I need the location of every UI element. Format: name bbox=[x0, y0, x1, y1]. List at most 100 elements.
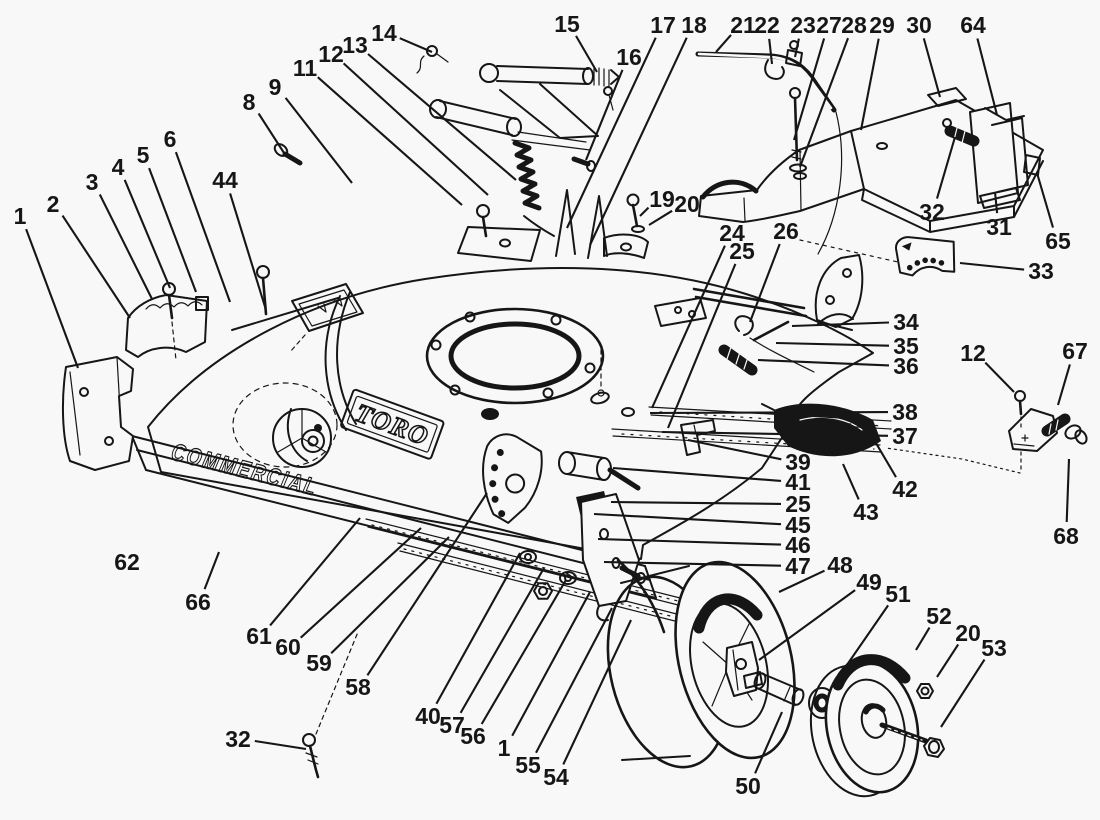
leader-line-12 bbox=[342, 62, 489, 196]
part-number-label-6: 6 bbox=[164, 126, 177, 152]
leader-line-44 bbox=[229, 193, 268, 311]
part-number-label-49: 49 bbox=[856, 569, 882, 595]
leader-line-35 bbox=[775, 341, 890, 347]
leader-line-43 bbox=[842, 463, 860, 500]
part-number-label-64: 64 bbox=[960, 12, 986, 38]
part-number-label-47: 47 bbox=[785, 553, 811, 579]
leader-line-1 bbox=[511, 591, 591, 737]
part-number-label-30: 30 bbox=[906, 12, 932, 38]
leader-line-17 bbox=[566, 37, 657, 229]
part-number-label-23: 23 bbox=[790, 12, 816, 38]
part-number-label-53: 53 bbox=[981, 635, 1007, 661]
leader-line-39 bbox=[687, 438, 782, 461]
alignment-dash-line bbox=[799, 239, 899, 263]
part-number-label-54: 54 bbox=[543, 764, 569, 790]
leader-lines bbox=[25, 34, 1071, 774]
part-number-label-24: 24 bbox=[719, 220, 745, 246]
carriage-screw bbox=[302, 631, 359, 779]
part-number-label-8: 8 bbox=[243, 89, 256, 115]
leader-line-56 bbox=[480, 579, 567, 725]
leader-line-13 bbox=[367, 53, 517, 181]
leader-line-66 bbox=[203, 551, 220, 590]
toothed-block bbox=[895, 236, 956, 277]
leader-line-11 bbox=[317, 76, 463, 206]
part-number-label-29: 29 bbox=[869, 12, 895, 38]
leader-line-20 bbox=[648, 209, 673, 226]
part-number-label-19: 19 bbox=[649, 186, 675, 212]
leader-line-3 bbox=[98, 194, 153, 300]
part-number-label-62: 62 bbox=[114, 549, 140, 575]
leader-line-54 bbox=[562, 619, 632, 765]
part-number-label-35: 35 bbox=[893, 333, 919, 359]
leader-line-18 bbox=[589, 37, 688, 246]
leader-line-14 bbox=[399, 37, 433, 53]
part-number-label-42: 42 bbox=[892, 476, 918, 502]
diagram-line-art: COMMERCIAL TORO bbox=[61, 40, 1088, 798]
leader-line-21 bbox=[715, 34, 732, 53]
leader-line-53 bbox=[940, 659, 986, 728]
leader-line-61 bbox=[269, 517, 361, 627]
part-number-label-39: 39 bbox=[785, 449, 811, 475]
outer-wheel-hub bbox=[809, 654, 945, 798]
leader-line-48 bbox=[778, 569, 825, 593]
right-bracket-housing bbox=[942, 102, 1041, 209]
leader-line-29 bbox=[859, 38, 880, 131]
part-number-label-40: 40 bbox=[415, 703, 441, 729]
part-number-label-61: 61 bbox=[246, 623, 272, 649]
leader-line-37 bbox=[661, 430, 889, 437]
part-number-label-45: 45 bbox=[785, 512, 811, 538]
leader-line-31 bbox=[993, 191, 999, 214]
leader-line-32 bbox=[254, 739, 307, 751]
leader-line-4 bbox=[123, 179, 171, 289]
bail-handle-tube bbox=[695, 40, 843, 255]
part-number-label-33: 33 bbox=[1028, 258, 1054, 284]
part-number-label-4: 4 bbox=[112, 154, 125, 180]
tension-spring-hook bbox=[718, 315, 815, 376]
leader-line-41 bbox=[612, 466, 782, 482]
leader-line-23 bbox=[793, 38, 800, 58]
part-number-label-66: 66 bbox=[185, 589, 211, 615]
leader-line-34 bbox=[791, 321, 890, 328]
leader-line-25 bbox=[667, 263, 737, 429]
part-number-label-11: 11 bbox=[293, 55, 318, 81]
leader-line-65 bbox=[1035, 172, 1055, 228]
part-number-label-21: 21 bbox=[730, 12, 756, 38]
leader-line-67 bbox=[1056, 364, 1071, 406]
part-number-label-25: 25 bbox=[785, 491, 811, 517]
part-number-label-32: 32 bbox=[919, 199, 945, 225]
part-number-label-1: 1 bbox=[498, 735, 511, 761]
leader-line-50 bbox=[754, 711, 783, 774]
part-number-label-37: 37 bbox=[892, 423, 918, 449]
leader-line-12 bbox=[984, 361, 1015, 393]
leader-line-6 bbox=[174, 151, 231, 303]
part-number-label-51: 51 bbox=[885, 581, 911, 607]
part-number-label-60: 60 bbox=[275, 634, 301, 660]
leader-line-45 bbox=[593, 512, 782, 526]
part-number-label-13: 13 bbox=[342, 32, 368, 58]
part-number-label-34: 34 bbox=[893, 309, 919, 335]
part-number-label-46: 46 bbox=[785, 532, 811, 558]
part-number-label-20: 20 bbox=[955, 620, 981, 646]
leader-line-42 bbox=[872, 437, 897, 478]
leader-line-51 bbox=[830, 604, 889, 689]
part-number-label-50: 50 bbox=[735, 773, 761, 799]
leader-line-33 bbox=[959, 261, 1025, 271]
leader-line-32 bbox=[935, 136, 957, 199]
height-adjuster-quadrant bbox=[482, 433, 543, 524]
leader-line-5 bbox=[148, 167, 197, 293]
leader-line-49 bbox=[758, 589, 856, 661]
leader-line-25 bbox=[610, 500, 782, 505]
part-number-label-38: 38 bbox=[892, 399, 918, 425]
leader-line-24 bbox=[651, 245, 726, 409]
part-number-label-56: 56 bbox=[460, 723, 486, 749]
part-number-label-36: 36 bbox=[893, 353, 919, 379]
part-number-label-18: 18 bbox=[681, 12, 707, 38]
part-number-label-17: 17 bbox=[650, 12, 676, 38]
leader-line-58 bbox=[366, 492, 488, 676]
leader-line-19 bbox=[639, 206, 650, 217]
tire-assembly bbox=[606, 560, 796, 769]
part-number-label-43: 43 bbox=[853, 499, 879, 525]
part-number-label-1: 1 bbox=[14, 203, 27, 229]
